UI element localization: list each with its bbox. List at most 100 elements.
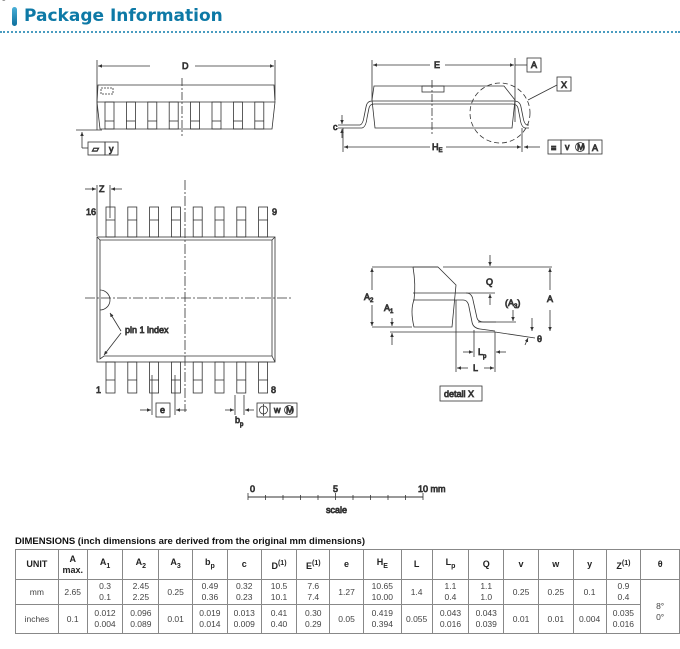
end-view: E A X c HE ≡ v M A <box>333 57 603 155</box>
value-cell: 0.055 <box>400 604 433 634</box>
value-cell: 0.1 <box>572 579 607 605</box>
dim-A3-label: (A3) <box>505 298 520 310</box>
lead-top <box>170 206 181 238</box>
mmc-icon: M <box>577 142 585 152</box>
value-cell: 1.27 <box>329 579 364 605</box>
position-tolerance-icon: ⊕ <box>0 0 8 2</box>
page-title: Package Information <box>24 6 223 26</box>
dim-bp-label: bp <box>235 415 244 428</box>
lead-bottom <box>170 361 181 394</box>
unit-cell: inches <box>15 604 59 634</box>
value-cell: 0.25 <box>158 579 193 605</box>
lead <box>254 101 265 130</box>
column-header: A1 <box>86 549 124 580</box>
lead-bottom <box>149 361 160 394</box>
value-cell: 0.1 <box>57 604 88 634</box>
package-outline-drawing: D ▱ y E A X c HE ≡ <box>0 0 603 515</box>
column-header: UNIT <box>15 549 59 580</box>
scale-tick-0: 0 <box>250 484 255 494</box>
value-cell: 0.05 <box>329 604 364 634</box>
lead-top <box>236 206 247 238</box>
lead-bottom <box>214 361 225 394</box>
detail-X-ref: X <box>561 80 567 90</box>
value-cell: 1.4 <box>400 579 433 605</box>
dim-Z-label: Z <box>99 184 105 194</box>
lead <box>211 101 222 130</box>
pitch-e-label: e <box>160 405 165 415</box>
lead-top <box>258 206 269 238</box>
column-header: L <box>400 549 433 580</box>
pin-8-label: 8 <box>271 385 276 395</box>
column-header: E(1) <box>296 549 331 580</box>
datum-A-frame-label: A <box>592 143 598 153</box>
column-header: e <box>329 549 364 580</box>
column-header: Q <box>468 549 505 580</box>
dimensions-caption: DIMENSIONS (inch dimensions are derived … <box>15 536 365 547</box>
value-cell: 0.01 <box>503 604 539 634</box>
scale-label: scale <box>326 505 347 515</box>
column-header: A2 <box>122 549 160 580</box>
detail-x-view: A2 A1 A Q (A3) θ Lp L detail X <box>364 255 553 402</box>
dim-A1-label: A1 <box>384 303 394 315</box>
pin-1-label: 1 <box>96 385 101 395</box>
column-header: c <box>226 549 262 580</box>
column-header: D(1) <box>260 549 298 580</box>
value-cell: 0.01 <box>537 604 574 634</box>
dim-Lp-label: Lp <box>478 347 487 360</box>
top-view: Z 16 9 1 8 pin 1 index e bp ⊕ w M <box>0 0 298 428</box>
side-view: D ▱ y <box>76 60 276 156</box>
unit-cell: mm <box>15 579 59 605</box>
lead-bottom <box>192 361 203 394</box>
lead-top <box>149 206 160 238</box>
value-cell: 0.004 <box>572 604 607 634</box>
tolerance-y-label: y <box>109 144 114 154</box>
dim-HE-label: HE <box>432 142 443 154</box>
lead-bottom <box>105 361 116 394</box>
lead-top <box>214 206 225 238</box>
lead-top <box>127 206 138 238</box>
tolerance-w-label: w <box>273 405 281 415</box>
pin-16-label: 16 <box>86 207 96 217</box>
theta-cell: 8°0° <box>640 579 680 634</box>
lead-bottom <box>258 361 269 394</box>
column-header: HE <box>362 549 402 580</box>
flatness-icon: ▱ <box>92 144 99 154</box>
lead <box>190 101 201 130</box>
column-header: bp <box>192 549 228 580</box>
pin-1-index-label: pin 1 index <box>125 325 169 335</box>
lead <box>147 101 158 130</box>
column-header: A3 <box>158 549 193 580</box>
lead-bottom <box>236 361 247 394</box>
column-header: v <box>503 549 539 580</box>
dim-A2-label: A2 <box>364 292 374 304</box>
tolerance-v-label: v <box>565 142 570 152</box>
lead-top <box>105 206 116 238</box>
scale-tick-10: 10 mm <box>418 484 446 494</box>
page-header: Package Information <box>12 5 223 27</box>
dim-E-label: E <box>434 60 440 70</box>
lead <box>168 101 179 130</box>
column-header: y <box>572 549 607 580</box>
